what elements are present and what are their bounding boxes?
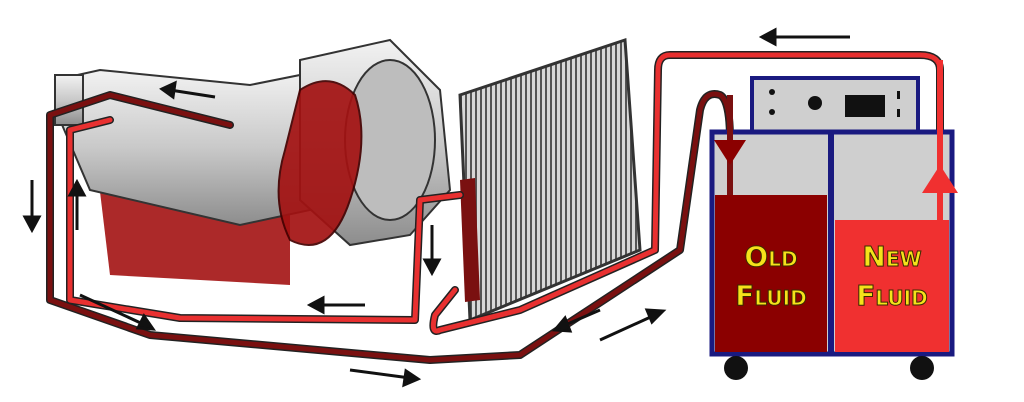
arrow-left-icon — [159, 80, 216, 100]
old-fluid-tank — [715, 195, 827, 352]
radiator — [458, 37, 642, 323]
arrow-right-icon — [599, 308, 667, 342]
flush-machine: Old Fluid New Fluid — [709, 60, 958, 380]
arrow-right-icon — [79, 293, 157, 331]
new-fluid-line — [430, 52, 943, 334]
arrow-down-icon — [422, 225, 442, 277]
arrow-down-icon — [22, 180, 42, 234]
new-fluid-label-line1: New — [862, 240, 921, 273]
old-fluid-label-line2: Fluid — [735, 279, 806, 312]
arrow-up-icon — [922, 165, 958, 193]
new-fluid-tank — [835, 220, 949, 352]
wheel — [724, 356, 748, 380]
wheel — [910, 356, 934, 380]
arrow-left-icon — [551, 308, 601, 333]
control-panel — [750, 76, 920, 134]
transmission — [53, 38, 452, 285]
flow-arrows — [22, 27, 850, 388]
arrow-up-icon — [67, 178, 87, 230]
arrow-down-icon — [714, 140, 746, 165]
display-screen — [845, 95, 885, 117]
tail-shaft — [54, 74, 84, 126]
old-fluid-label-line1: Old — [744, 240, 797, 273]
arrow-left-icon — [758, 27, 850, 47]
arrow-left-icon — [306, 295, 365, 315]
cooler-return-line — [67, 117, 463, 323]
knob-icon — [808, 96, 822, 110]
new-fluid-label-line2: Fluid — [856, 279, 927, 312]
torque-converter — [277, 80, 363, 246]
arrow-right-icon — [349, 368, 422, 388]
